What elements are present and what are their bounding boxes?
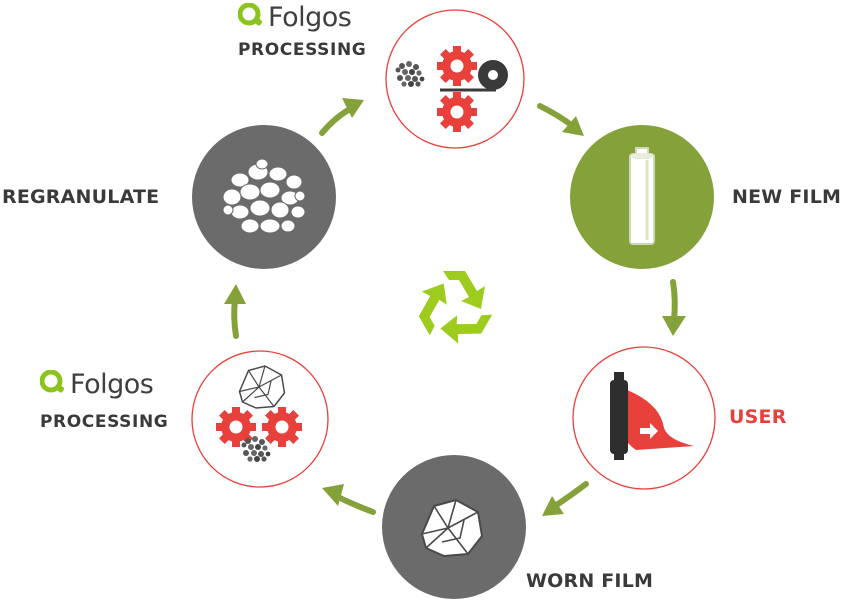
regranulate-label: REGRANULATE — [2, 186, 160, 208]
gear-icon — [262, 407, 302, 447]
arrow-icon — [322, 484, 376, 515]
brand-name: Folgos — [268, 2, 352, 33]
processing-top-node — [385, 9, 525, 149]
worn-film-node — [382, 455, 526, 599]
cycle-arrows — [224, 98, 686, 516]
processing-bottom-node — [191, 350, 329, 488]
granules-icon — [222, 158, 306, 234]
gear-icon — [437, 46, 477, 86]
film-roll-icon — [629, 147, 655, 245]
film-dispenser-icon — [610, 372, 694, 460]
folgos-logo-top: Folgos — [237, 2, 352, 33]
arrow-icon — [537, 103, 584, 136]
folgos-logo-bottom: Folgos — [39, 369, 154, 400]
film-roll-icon — [440, 60, 508, 92]
recycle-icon — [418, 271, 493, 344]
arrow-icon — [224, 284, 246, 339]
processing-bottom-label: PROCESSING — [40, 412, 169, 432]
gear-icon — [437, 92, 477, 132]
arrow-icon — [662, 279, 686, 336]
brand-name: Folgos — [70, 369, 154, 400]
user-label: USER — [729, 406, 787, 428]
new-film-label: NEW FILM — [732, 186, 842, 208]
folgos-logo-icon — [39, 369, 66, 399]
new-film-node — [570, 125, 714, 269]
folgos-logo-icon — [237, 2, 264, 32]
arrow-icon — [542, 481, 589, 516]
arrow-icon — [319, 98, 364, 136]
processing-top-label: PROCESSING — [238, 40, 367, 60]
regranulate-node — [192, 125, 336, 269]
worn-film-label: WORN FILM — [526, 570, 654, 592]
user-node — [572, 346, 716, 490]
